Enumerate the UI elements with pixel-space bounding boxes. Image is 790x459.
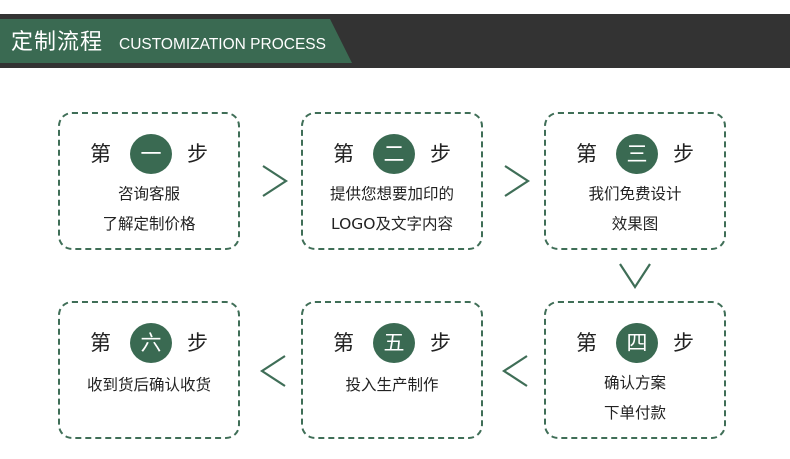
step-heading: 第 六 步 (60, 323, 238, 363)
step-number-badge: 六 (130, 323, 172, 363)
step-prefix: 第 (576, 331, 597, 355)
step-description-line: 了解定制价格 (102, 215, 196, 233)
step-card-3: 第 三 步 我们免费设计 效果图 (544, 112, 726, 250)
step-number-badge: 四 (616, 323, 658, 363)
step-suffix: 步 (430, 142, 451, 166)
step-number-badge: 五 (373, 323, 415, 363)
step-heading: 第 二 步 (303, 134, 481, 174)
step-description-line: 效果图 (611, 215, 659, 233)
step-suffix: 步 (187, 142, 208, 166)
step-suffix: 步 (187, 331, 208, 355)
step-description-line: 投入生产制作 (345, 376, 439, 394)
step-description-line: 我们免费设计 (588, 185, 682, 203)
step-heading: 第 三 步 (546, 134, 724, 174)
step-number-badge: 一 (130, 134, 172, 174)
page-subtitle: CUSTOMIZATION PROCESS (119, 36, 326, 53)
step-prefix: 第 (90, 331, 111, 355)
step-card-5: 第 五 步 投入生产制作 (301, 301, 483, 439)
step-description-line: 确认方案 (603, 374, 666, 392)
step-description-line: 提供您想要加印的 (329, 185, 454, 203)
step-description-line: 收到货后确认收货 (86, 376, 211, 394)
step-description-line: LOGO及文字内容 (331, 215, 453, 233)
step-description-line: 咨询客服 (117, 185, 180, 203)
step-suffix: 步 (430, 331, 451, 355)
step-prefix: 第 (333, 142, 354, 166)
step-heading: 第 五 步 (303, 323, 481, 363)
step-suffix: 步 (673, 142, 694, 166)
step-description-line: 下单付款 (603, 404, 666, 422)
step-heading: 第 四 步 (546, 323, 724, 363)
header-title-tab (0, 19, 352, 63)
step-prefix: 第 (90, 142, 111, 166)
step-card-2: 第 二 步 提供您想要加印的 LOGO及文字内容 (301, 112, 483, 250)
step-number-badge: 二 (373, 134, 415, 174)
step-prefix: 第 (333, 331, 354, 355)
step-number-badge: 三 (616, 134, 658, 174)
step-suffix: 步 (673, 331, 694, 355)
page-title: 定制流程 (11, 30, 104, 55)
chevron-right-icon (262, 165, 289, 197)
step-card-6: 第 六 步 收到货后确认收货 (58, 301, 240, 439)
chevron-left-icon (259, 355, 286, 387)
chevron-right-icon (504, 165, 531, 197)
step-card-4: 第 四 步 确认方案 下单付款 (544, 301, 726, 439)
step-heading: 第 一 步 (60, 134, 238, 174)
step-card-1: 第 一 步 咨询客服 了解定制价格 (58, 112, 240, 250)
chevron-down-icon (619, 263, 651, 290)
chevron-left-icon (501, 355, 528, 387)
step-prefix: 第 (576, 142, 597, 166)
